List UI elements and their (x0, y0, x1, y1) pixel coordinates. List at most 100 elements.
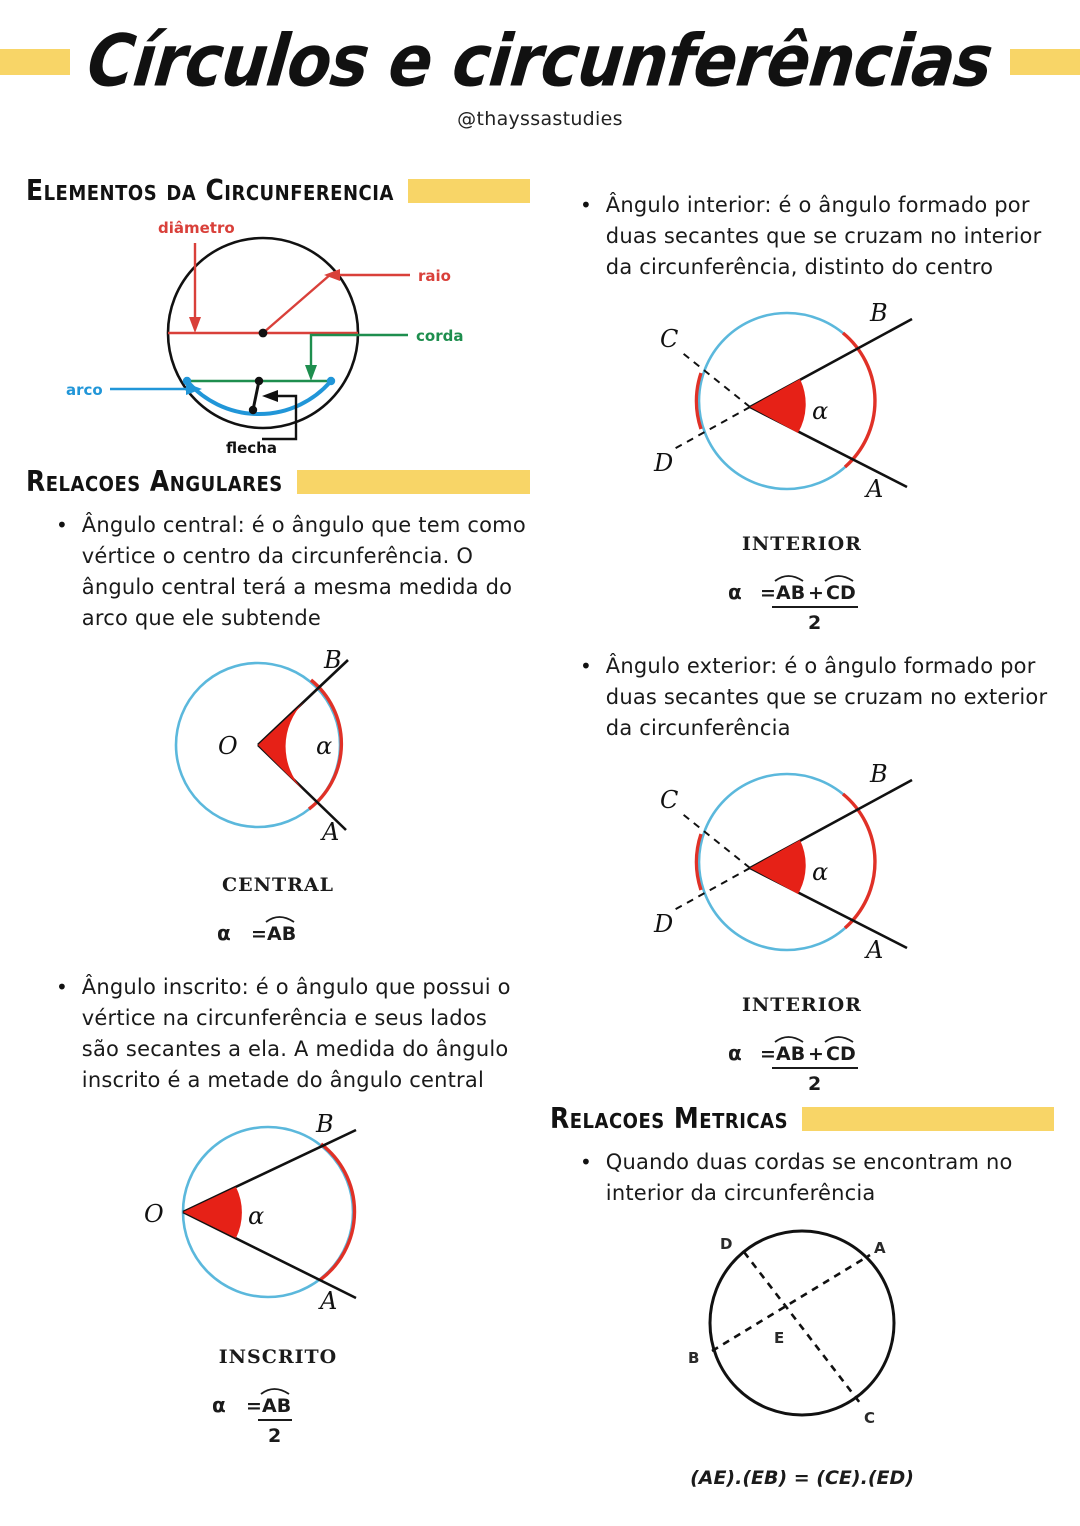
section-heading-elementos: Elementos da Circunferencia (26, 173, 530, 208)
formula-inscrito: α = AB 2 (26, 1378, 530, 1450)
angle-label-alpha: α (812, 397, 828, 425)
point-label-c: C (660, 325, 678, 353)
point-label-b: B (869, 760, 888, 788)
label-raio: raio (418, 267, 451, 285)
point-label-b: B (315, 1110, 334, 1138)
point-label-b: B (688, 1349, 699, 1367)
formula-denominator: 2 (268, 1425, 281, 1447)
figure-caption: INTERIOR (742, 533, 862, 555)
angle-wedge (750, 840, 806, 894)
formula-equals: = (760, 582, 776, 604)
cordas-interiores-diagram: D A B C E (688, 1229, 896, 1427)
content-columns: Elementos da Circunferencia (0, 173, 1080, 1495)
bullet-dot: • (56, 513, 68, 537)
bullet-angulo-exterior: • Ângulo exterior: é o ângulo formado po… (550, 651, 1054, 744)
formula-numerator-left: AB (776, 582, 805, 604)
chord-dc (742, 1251, 862, 1404)
angle-label-alpha: α (248, 1202, 264, 1230)
figure-caption: CENTRAL (221, 874, 334, 896)
dashed-extension-c (679, 811, 751, 869)
point-label-b: B (869, 299, 888, 327)
title-highlight-left (0, 49, 71, 75)
angulo-exterior-diagram: α B A C D (653, 760, 913, 964)
section-highlight-bar (802, 1106, 1054, 1131)
chord-endpoint-left (182, 376, 192, 386)
point-label-d: D (720, 1235, 732, 1253)
bullet-text: Quando duas cordas se encontram no inter… (605, 1150, 1013, 1205)
page-title: Círculos e circunferências (83, 20, 997, 104)
corda-arrowhead (305, 365, 317, 381)
angle-label-alpha: α (812, 858, 828, 886)
secant-ob (182, 1128, 357, 1214)
arc-highlight (185, 379, 333, 416)
formula-alpha: α (212, 1393, 226, 1417)
elementos-da-circunferencia-diagram: diâmetro raio corda arco flecha (66, 219, 463, 457)
bullet-text: Ângulo inscrito: é o ângulo que possui o… (81, 975, 511, 1092)
bullet-angulo-central: • Ângulo central: é o ângulo que tem com… (26, 510, 530, 634)
point-label-o: O (144, 1200, 164, 1228)
formula-denominator: 2 (808, 612, 821, 634)
angulo-interior-diagram: α B A C D (653, 299, 913, 503)
point-label-d: D (653, 910, 673, 938)
point-label-a: A (864, 936, 883, 964)
formula-alpha: α (728, 1041, 742, 1065)
point-label-a: A (320, 818, 339, 846)
arc-hat-ab (774, 575, 804, 582)
dashed-extension-c (679, 350, 751, 408)
dashed-extension-d (673, 867, 751, 911)
point-label-a: A (874, 1239, 886, 1257)
section-heading-metricas: Relacoes Metricas (550, 1102, 1054, 1135)
flecha-arrowhead (262, 390, 278, 402)
arc-hat-cd (824, 575, 854, 582)
formula-equals: = (760, 1043, 776, 1065)
section-title-angulares: Relacoes Angulares (26, 464, 283, 499)
radius-line (262, 273, 332, 334)
bullet-angulo-interior: • Ângulo interior: é o ângulo formado po… (550, 190, 1054, 283)
formula-interior-svg: α = AB + CD 2 (728, 575, 858, 634)
angulo-inscrito-figure: O α B A INSCRITO α = AB 2 (26, 1102, 530, 1450)
formula-numerator-left: AB (776, 1043, 805, 1065)
label-diametro: diâmetro (158, 219, 235, 237)
formula-central-svg: α = AB (217, 916, 296, 945)
bullet-dot: • (580, 1150, 592, 1174)
arc-cd-highlight (694, 833, 703, 891)
formula-equals: = (246, 1395, 262, 1417)
sagitta-line (251, 380, 261, 411)
corda-leader (309, 333, 408, 366)
section-heading-angulares: Relacoes Angulares (26, 464, 530, 499)
bullet-text: Ângulo exterior: é o ângulo formado por … (605, 654, 1048, 740)
section-title-elementos: Elementos da Circunferencia (26, 173, 394, 208)
formula-central: α = AB (26, 906, 530, 958)
flecha-leader (262, 394, 298, 441)
diametro-arrowhead (189, 317, 201, 333)
circle-outline (708, 1229, 896, 1417)
arc-hat-ab (774, 1036, 804, 1043)
bullet-cordas-interiores: • Quando duas cordas se encontram no int… (550, 1147, 1054, 1209)
page-header: Círculos e circunferências @thayssastudi… (0, 0, 1080, 176)
formula-plus: + (808, 582, 824, 604)
left-column: Elementos da Circunferencia (26, 173, 530, 1495)
formula-alpha: α (217, 921, 231, 945)
cordas-interiores-figure: D A B C E (AE).(EB) = (CE).(ED) (550, 1215, 1054, 1489)
chord-ba (711, 1253, 871, 1353)
figure-caption: INSCRITO (218, 1346, 338, 1368)
bullet-angulo-inscrito: • Ângulo inscrito: é o ângulo que possui… (26, 972, 530, 1096)
label-arco: arco (66, 381, 103, 399)
arc-hat-cd (824, 1036, 854, 1043)
author-handle: @thayssastudies (457, 108, 623, 130)
point-label-a: A (318, 1287, 337, 1315)
arc-hat-ab (260, 1388, 290, 1395)
formula-equals: = (251, 923, 267, 945)
chord-endpoint-right (326, 376, 336, 386)
formula-exterior-svg: α = AB + CD 2 (728, 1036, 858, 1095)
angulo-central-figure: O α B A CENTRAL α = AB (26, 640, 530, 958)
bullet-text: Ângulo central: é o ângulo que tem como … (81, 513, 526, 630)
formula-cordas: (AE).(EB) = (CE).(ED) (690, 1467, 914, 1489)
bullet-dot: • (56, 975, 68, 999)
formula-denominator: 2 (808, 1073, 821, 1095)
label-flecha: flecha (226, 439, 277, 457)
arc-ab-highlight (318, 1142, 357, 1282)
formula-numerator: AB (262, 1395, 291, 1417)
arc-ab-highlight (307, 678, 344, 811)
formula-numerator: AB (267, 923, 296, 945)
